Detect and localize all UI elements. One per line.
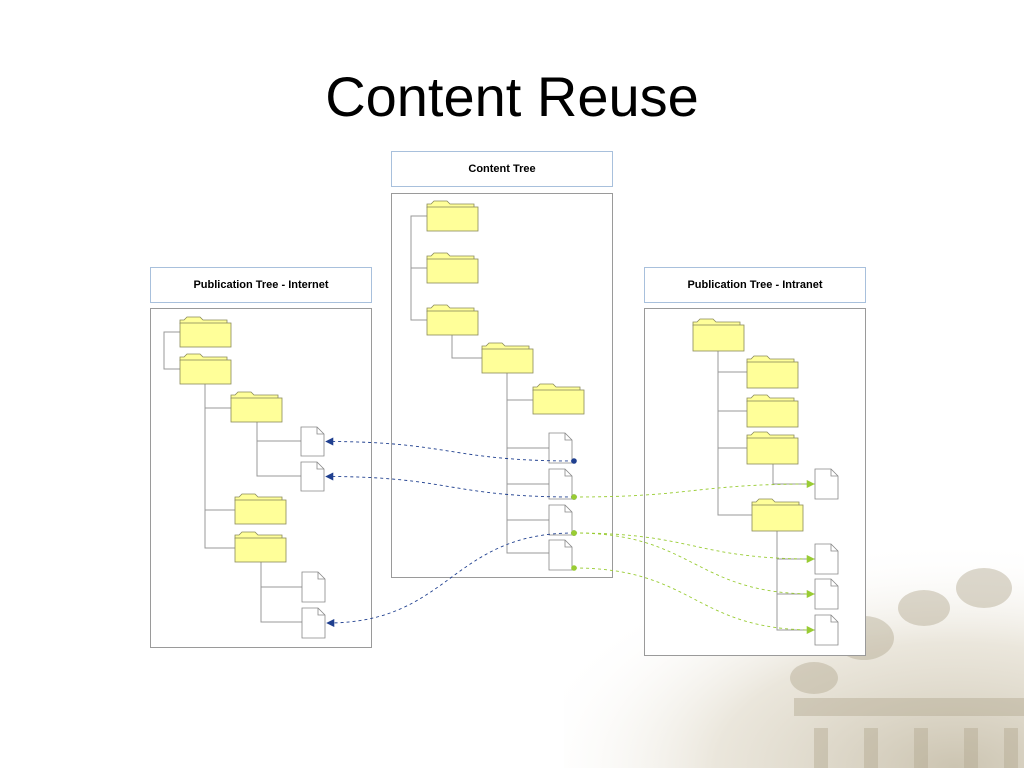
tree-connector-line	[451, 335, 482, 359]
content-file-3-icon	[548, 504, 573, 536]
internet-folder-2-icon	[179, 353, 232, 385]
intranet-tree-label: Publication Tree - Intranet	[644, 267, 866, 303]
reuse-link-internet	[326, 532, 575, 628]
reuse-link-source-dot	[571, 494, 577, 500]
tree-connector-line	[776, 531, 815, 631]
content-folder-2-icon	[426, 252, 479, 284]
tree-connector-line	[256, 422, 301, 477]
content-folder-1-icon	[426, 200, 479, 232]
tree-connector-line	[717, 351, 752, 516]
content-file-2-icon	[548, 468, 573, 500]
intranet-file-4-icon	[814, 614, 839, 646]
intranet-file-1-icon	[814, 468, 839, 500]
intranet-folder-5-icon	[751, 498, 804, 532]
reuse-link-intranet	[573, 479, 815, 498]
tree-connector-line	[163, 331, 180, 370]
content-folder-4-icon	[481, 342, 534, 374]
intranet-file-2-icon	[814, 543, 839, 575]
content-file-4-icon	[548, 539, 573, 571]
internet-file-4-icon	[301, 607, 326, 639]
internet-file-1-icon	[300, 426, 325, 457]
internet-file-2-icon	[300, 461, 325, 492]
internet-tree-label: Publication Tree - Internet	[150, 267, 372, 303]
reuse-link-source-dot	[571, 530, 577, 536]
tree-connector-line	[506, 373, 549, 554]
reuse-link-intranet	[573, 532, 815, 564]
content-file-1-icon	[548, 432, 573, 464]
internet-file-3-icon	[301, 571, 326, 603]
tree-connector-line	[772, 464, 815, 485]
intranet-folder-3-icon	[746, 394, 799, 428]
content-tree-label: Content Tree	[391, 151, 613, 187]
internet-folder-3-icon	[230, 391, 283, 423]
reuse-link-intranet	[573, 532, 815, 599]
content-folder-3-icon	[426, 304, 479, 336]
internet-folder-5-icon	[234, 531, 287, 563]
reuse-link-source-dot	[571, 565, 577, 571]
reuse-link-intranet	[573, 567, 815, 635]
intranet-folder-4-icon	[746, 431, 799, 465]
tree-connector-line	[260, 562, 302, 623]
tree-connector-line	[204, 384, 235, 549]
reuse-link-internet	[325, 437, 575, 462]
internet-folder-4-icon	[234, 493, 287, 525]
intranet-folder-2-icon	[746, 355, 799, 389]
slide-title: Content Reuse	[325, 65, 699, 128]
internet-folder-1-icon	[179, 316, 232, 348]
intranet-file-3-icon	[814, 578, 839, 610]
tree-connectors	[163, 215, 815, 631]
reuse-link-internet	[325, 472, 575, 498]
content-folder-5-icon	[532, 383, 585, 415]
intranet-folder-1-icon	[692, 318, 745, 352]
reuse-link-source-dot	[571, 458, 577, 464]
